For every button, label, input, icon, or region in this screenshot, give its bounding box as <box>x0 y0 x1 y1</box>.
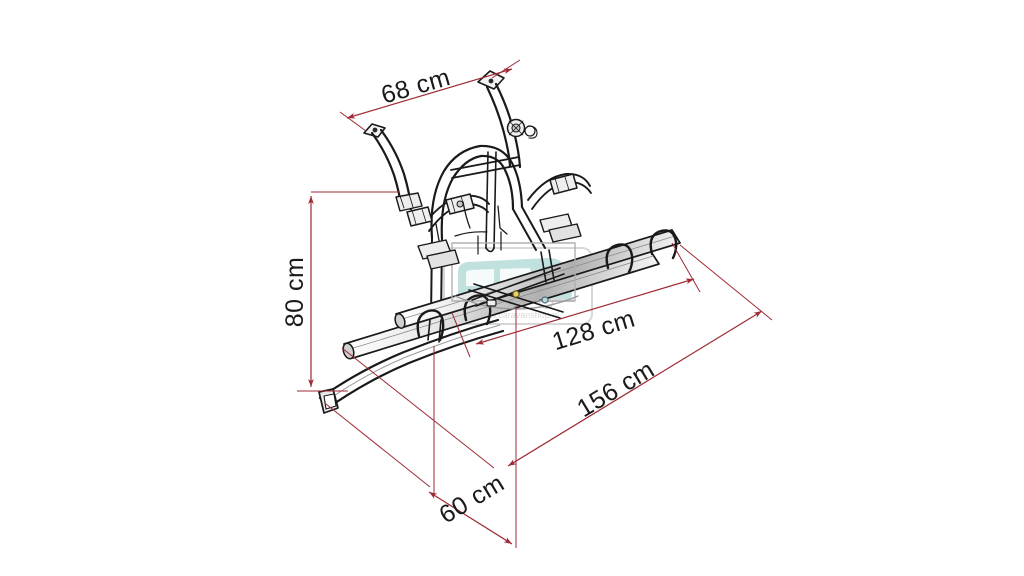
dimension-60cm-line <box>428 491 513 545</box>
dimension-156cm-label: 156 cm <box>572 355 659 423</box>
dimension-60cm-label: 60 cm <box>434 469 509 529</box>
bike-carrier-drawing <box>318 70 681 414</box>
dimension-68cm: 68 cm <box>339 59 521 132</box>
dimension-156cm-line <box>507 310 763 467</box>
dimension-68cm-line <box>346 68 513 119</box>
dimension-80cm: 80 cm <box>281 191 399 392</box>
dimension-80cm-label: 80 cm <box>281 257 309 328</box>
dimension-68cm-label: 68 cm <box>378 63 454 109</box>
